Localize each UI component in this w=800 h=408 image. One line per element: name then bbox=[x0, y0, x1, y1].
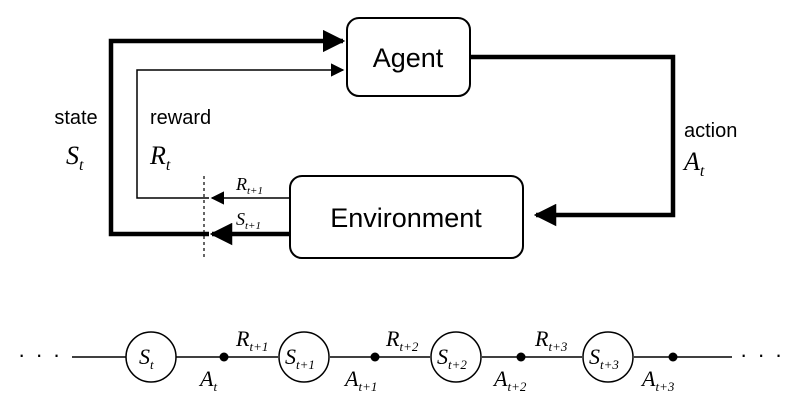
svg-text:St+2: St+2 bbox=[437, 344, 467, 372]
svg-text:St+1: St+1 bbox=[285, 344, 315, 372]
environment-box: Environment bbox=[289, 175, 524, 259]
state-arrow bbox=[108, 29, 346, 237]
reward-label: Rt+1 bbox=[235, 326, 268, 354]
state-node: St+2 bbox=[430, 331, 482, 383]
action-dot bbox=[516, 352, 526, 362]
action-arrow bbox=[470, 54, 676, 227]
action-label: At+2 bbox=[492, 366, 527, 394]
reward-arrow bbox=[136, 63, 345, 199]
agent-label: Agent bbox=[373, 43, 444, 73]
reward-label: Rt+2 bbox=[385, 326, 419, 354]
action-label: At bbox=[198, 366, 217, 394]
state-node: St+1 bbox=[278, 331, 330, 383]
next-reward-label: Rt+1 bbox=[235, 174, 263, 197]
next-state-label: St+1 bbox=[236, 209, 261, 232]
state-symbol: St bbox=[66, 141, 84, 174]
reward-label: Rt+3 bbox=[534, 326, 568, 354]
right-ellipsis: · · · bbox=[740, 342, 784, 367]
action-word: action bbox=[684, 120, 737, 142]
trajectory: · · · · · · St St+1 St+2 St+3 A bbox=[18, 326, 784, 394]
reward-symbol: Rt bbox=[149, 141, 171, 174]
reward-word: reward bbox=[150, 107, 211, 129]
action-dot bbox=[668, 352, 678, 362]
state-node: St+3 bbox=[582, 331, 634, 383]
svg-text:St: St bbox=[139, 344, 154, 372]
state-word: state bbox=[54, 107, 97, 129]
action-label: At+3 bbox=[640, 366, 675, 394]
action-dot bbox=[219, 352, 229, 362]
svg-text:St+3: St+3 bbox=[589, 344, 619, 372]
action-dot bbox=[370, 352, 380, 362]
left-ellipsis: · · · bbox=[18, 342, 62, 367]
environment-label: Environment bbox=[330, 203, 482, 233]
agent-box: Agent bbox=[346, 17, 471, 97]
action-symbol: At bbox=[682, 147, 705, 180]
state-node: St bbox=[125, 331, 177, 383]
action-label: At+1 bbox=[343, 366, 377, 394]
